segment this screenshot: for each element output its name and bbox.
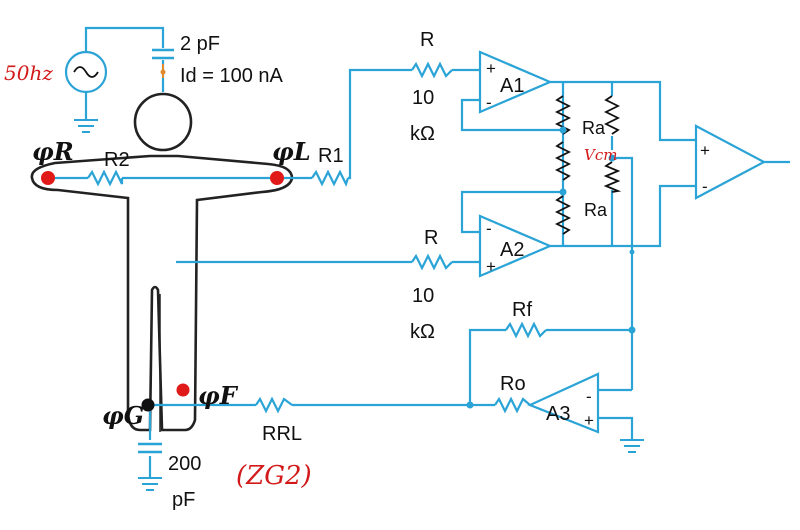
opamp-out — [694, 124, 767, 200]
head — [133, 92, 193, 152]
label-rrl-note: (ZG2) — [236, 461, 312, 491]
wire-a2-out — [550, 184, 696, 248]
label-a1-plus: + — [486, 59, 496, 78]
label-out-plus: + — [700, 141, 710, 160]
resistor-ladder-bottom — [554, 195, 572, 235]
label-r-top-value: 10 — [412, 87, 434, 109]
capacitor-bottom — [138, 442, 162, 454]
resistor-r2 — [87, 169, 124, 187]
resistor-ra-top — [603, 95, 621, 135]
label-r-mid-value: 10 — [412, 285, 434, 307]
resistor-rf — [505, 321, 547, 339]
ground-symbol-a3 — [620, 439, 644, 453]
label-a3-minus: - — [586, 387, 592, 406]
opamp-a2 — [478, 214, 553, 278]
label-rf: Rf — [512, 299, 532, 321]
ac-source — [64, 50, 108, 94]
electrode-phi-g — [141, 398, 155, 412]
label-cap-top: 2 pF — [180, 33, 220, 55]
wire-a1-out — [550, 80, 696, 142]
label-a3: A3 — [546, 403, 570, 425]
label-r2: R2 — [104, 149, 130, 171]
wire-vcm — [612, 156, 634, 390]
label-cap-bottom-unit: pF — [172, 489, 195, 511]
ground-symbol-bottom — [138, 477, 162, 491]
label-ra-bottom: Ra — [584, 200, 608, 220]
label-phi-r: φR — [32, 137, 74, 166]
opamp-a1 — [478, 50, 553, 114]
label-phi-l: φL — [272, 137, 311, 166]
resistor-rrl — [255, 396, 293, 414]
wire-a3-plus — [598, 416, 634, 440]
resistor-r-mid — [411, 253, 453, 271]
wire-source-top — [84, 26, 165, 52]
current-dot — [160, 69, 166, 75]
label-a3-plus: + — [584, 411, 594, 430]
label-r1: R1 — [318, 145, 344, 167]
electrode-phi-l — [270, 171, 284, 185]
label-source-note: 50hz — [4, 61, 53, 85]
label-r-mid-unit: kΩ — [410, 321, 435, 343]
wire-a2-minus — [460, 190, 560, 234]
wire-rf — [468, 328, 632, 405]
resistor-ladder-top — [554, 95, 572, 135]
label-cap-bottom-value: 200 — [168, 453, 201, 475]
label-r-top: R — [420, 29, 434, 51]
resistor-r1 — [311, 169, 350, 187]
label-phi-g: φG — [102, 401, 144, 430]
label-a2-minus: - — [486, 219, 492, 238]
label-id-current: Id = 100 nA — [180, 65, 284, 87]
label-r-top-unit: kΩ — [410, 123, 435, 145]
body-outline — [30, 154, 294, 432]
opamp-a3 — [527, 372, 600, 434]
label-ra-top: Ra — [582, 118, 606, 138]
ground-symbol-source — [74, 119, 98, 133]
body-silhouette — [30, 92, 294, 432]
label-out-minus: - — [702, 177, 708, 196]
electrode-phi-r — [41, 171, 55, 185]
electrode-phi-f — [176, 383, 190, 397]
label-ra-note: Vcm — [584, 146, 617, 164]
resistor-ro — [494, 396, 531, 414]
capacitor-top — [152, 48, 174, 60]
label-a2: A2 — [500, 239, 524, 261]
label-a2-plus: + — [486, 257, 496, 276]
label-phi-f: φF — [198, 381, 239, 410]
label-r-mid: R — [424, 227, 438, 249]
resistor-r-top — [411, 61, 453, 79]
wire-r1-out — [348, 68, 412, 180]
label-a1: A1 — [500, 75, 524, 97]
resistor-ra-bottom — [603, 161, 622, 193]
label-rrl: RRL — [262, 423, 302, 445]
junction-dots — [466, 126, 636, 409]
resistor-ladder-mid — [554, 141, 572, 181]
wire-a1-minus — [460, 98, 560, 132]
label-ro: Ro — [500, 373, 526, 395]
label-a1-minus: - — [486, 93, 492, 112]
